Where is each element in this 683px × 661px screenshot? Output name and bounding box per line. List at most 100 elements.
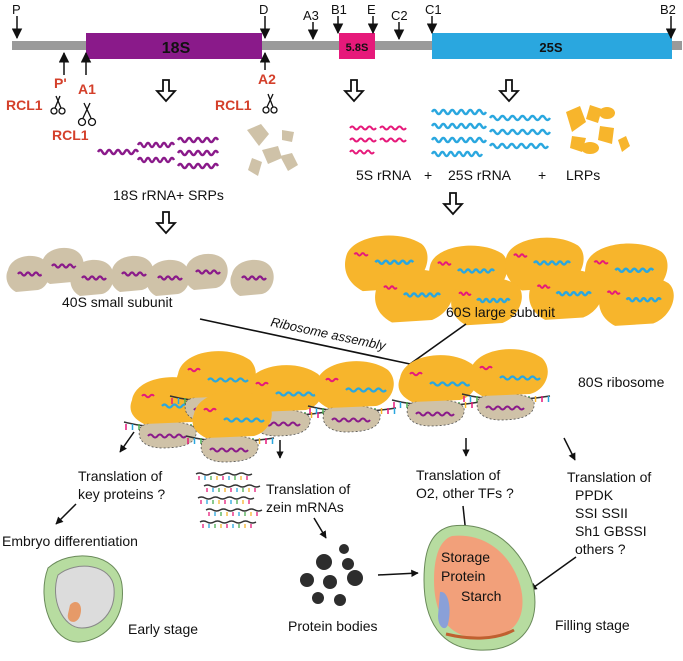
- rrna-25s-squiggle: [488, 128, 552, 136]
- mrna-stack-icon: [195, 472, 263, 528]
- small-subunit-group: [6, 247, 274, 296]
- rrna-18s-squiggle: [96, 148, 140, 156]
- small-subunit: [70, 259, 114, 296]
- outcome-ppdk-4: Sh1 GBSSI: [575, 523, 647, 539]
- rrna-18s-squiggle: [136, 141, 176, 149]
- rrna-18s-squiggle: [176, 136, 220, 144]
- hollow-arrows: [154, 79, 521, 235]
- ribosome-80s: [461, 349, 551, 421]
- product-25s: 25S rRNA: [448, 167, 512, 183]
- rcl1-label-3: RCL1: [215, 97, 252, 113]
- storage-2: Protein: [441, 568, 485, 584]
- site-d: D: [259, 2, 268, 17]
- outcome-bodies: Protein bodies: [288, 618, 378, 634]
- rrna-25s-squiggle: [430, 150, 484, 158]
- large-subunit: [599, 275, 674, 326]
- rrna-25s-molecules: [430, 108, 552, 158]
- label-60s: 60S large subunit: [446, 304, 555, 320]
- site-b1: B1: [331, 2, 347, 17]
- rcl1-label-2: RCL1: [52, 127, 89, 143]
- rrna-18s-squiggle: [176, 149, 220, 157]
- outcome-o2-1: Translation of: [416, 467, 500, 483]
- site-a1: A1: [78, 81, 96, 97]
- site-c2: C2: [391, 8, 408, 23]
- block-5-8s: [339, 33, 375, 59]
- rcl1-label-1: RCL1: [6, 97, 43, 113]
- assembly-lines: [199, 318, 467, 365]
- outcome-ppdk-1: Translation of: [567, 469, 651, 485]
- srp-proteins: [247, 124, 298, 176]
- large-subunit: [375, 269, 454, 323]
- small-subunit: [110, 255, 154, 292]
- small-subunit: [146, 259, 190, 296]
- outcome-o2-2: O2, other TFs ?: [416, 485, 514, 501]
- ribosome-80s-group: [123, 349, 551, 463]
- scissors-icon: [262, 93, 278, 114]
- block-25s: [432, 33, 672, 59]
- outcome-zein-1: Translation of: [266, 481, 350, 497]
- large-subunit-group: [345, 235, 674, 326]
- ribosome-80s: [185, 391, 275, 463]
- product-plus-1: +: [424, 167, 432, 183]
- rrna-5s-squiggle: [379, 137, 407, 143]
- label-80s: 80S ribosome: [578, 374, 665, 390]
- outcome-ppdk-5: others ?: [575, 541, 626, 557]
- rrna-5s-molecules: [349, 125, 407, 155]
- outcome-key-proteins-2: key proteins ?: [78, 486, 165, 502]
- rrna-25s-squiggle: [488, 114, 552, 122]
- outcome-zein-2: zein mRNAs: [266, 499, 344, 515]
- large-subunit: [451, 277, 522, 326]
- label-18s: 18S: [162, 40, 191, 57]
- label-5-8s: 5.8S: [346, 42, 369, 54]
- rrna-18s-molecules: [96, 136, 220, 170]
- site-e: E: [367, 2, 376, 17]
- label-25s: 25S: [539, 40, 562, 55]
- scissors-icon: [77, 102, 97, 127]
- storage-3: Starch: [461, 588, 501, 604]
- block-18s: [86, 33, 262, 59]
- early-seed-icon: [43, 555, 123, 643]
- outcome-arrows: [55, 431, 577, 591]
- rrna-25s-squiggle: [430, 136, 488, 144]
- rrna-5s-squiggle: [349, 137, 377, 143]
- lrp-proteins: [566, 105, 630, 154]
- label-early: Early stage: [128, 621, 198, 637]
- storage-1: Storage: [441, 549, 490, 565]
- label-40s: 40S small subunit: [62, 294, 173, 310]
- small-subunit: [230, 259, 274, 296]
- site-arrows-bottom: [58, 51, 271, 75]
- rrna-5s-squiggle: [349, 149, 375, 155]
- product-lrps: LRPs: [566, 167, 600, 183]
- large-subunit: [529, 269, 604, 320]
- rrna-18s-squiggle: [136, 156, 176, 164]
- scissors-icon: [50, 95, 66, 115]
- outcome-embryo: Embryo differentiation: [2, 533, 138, 549]
- site-a3: A3: [303, 8, 319, 23]
- label-assembly: Ribosome assembly: [269, 314, 388, 353]
- product-small: 18S rRNA+ SRPs: [113, 187, 224, 203]
- site-b2: B2: [660, 2, 676, 17]
- outcome-ppdk-3: SSI SSII: [575, 505, 628, 521]
- rrna-18s-squiggle: [176, 162, 220, 170]
- rrna-25s-squiggle: [430, 122, 488, 130]
- site-p: P: [12, 2, 21, 17]
- product-5s: 5S rRNA: [356, 167, 412, 183]
- rrna-25s-squiggle: [430, 108, 488, 116]
- ribosome-80s: [307, 361, 397, 433]
- protein-bodies-dots: [300, 544, 363, 606]
- site-c1: C1: [425, 2, 442, 17]
- site-arrows-top: [11, 16, 677, 41]
- rrna-5s-squiggle: [349, 125, 377, 131]
- small-subunit: [6, 255, 50, 292]
- rrna-5s-squiggle: [379, 125, 407, 131]
- site-a2: A2: [258, 71, 276, 87]
- filling-seed-icon: [423, 524, 536, 651]
- outcome-ppdk-2: PPDK: [575, 487, 614, 503]
- label-filling: Filling stage: [555, 617, 630, 633]
- ribosome-80s: [391, 355, 481, 427]
- site-p-prime: P': [54, 75, 67, 91]
- outcome-key-proteins-1: Translation of: [78, 468, 162, 484]
- rrna-25s-squiggle: [488, 142, 550, 150]
- small-subunit: [184, 253, 228, 290]
